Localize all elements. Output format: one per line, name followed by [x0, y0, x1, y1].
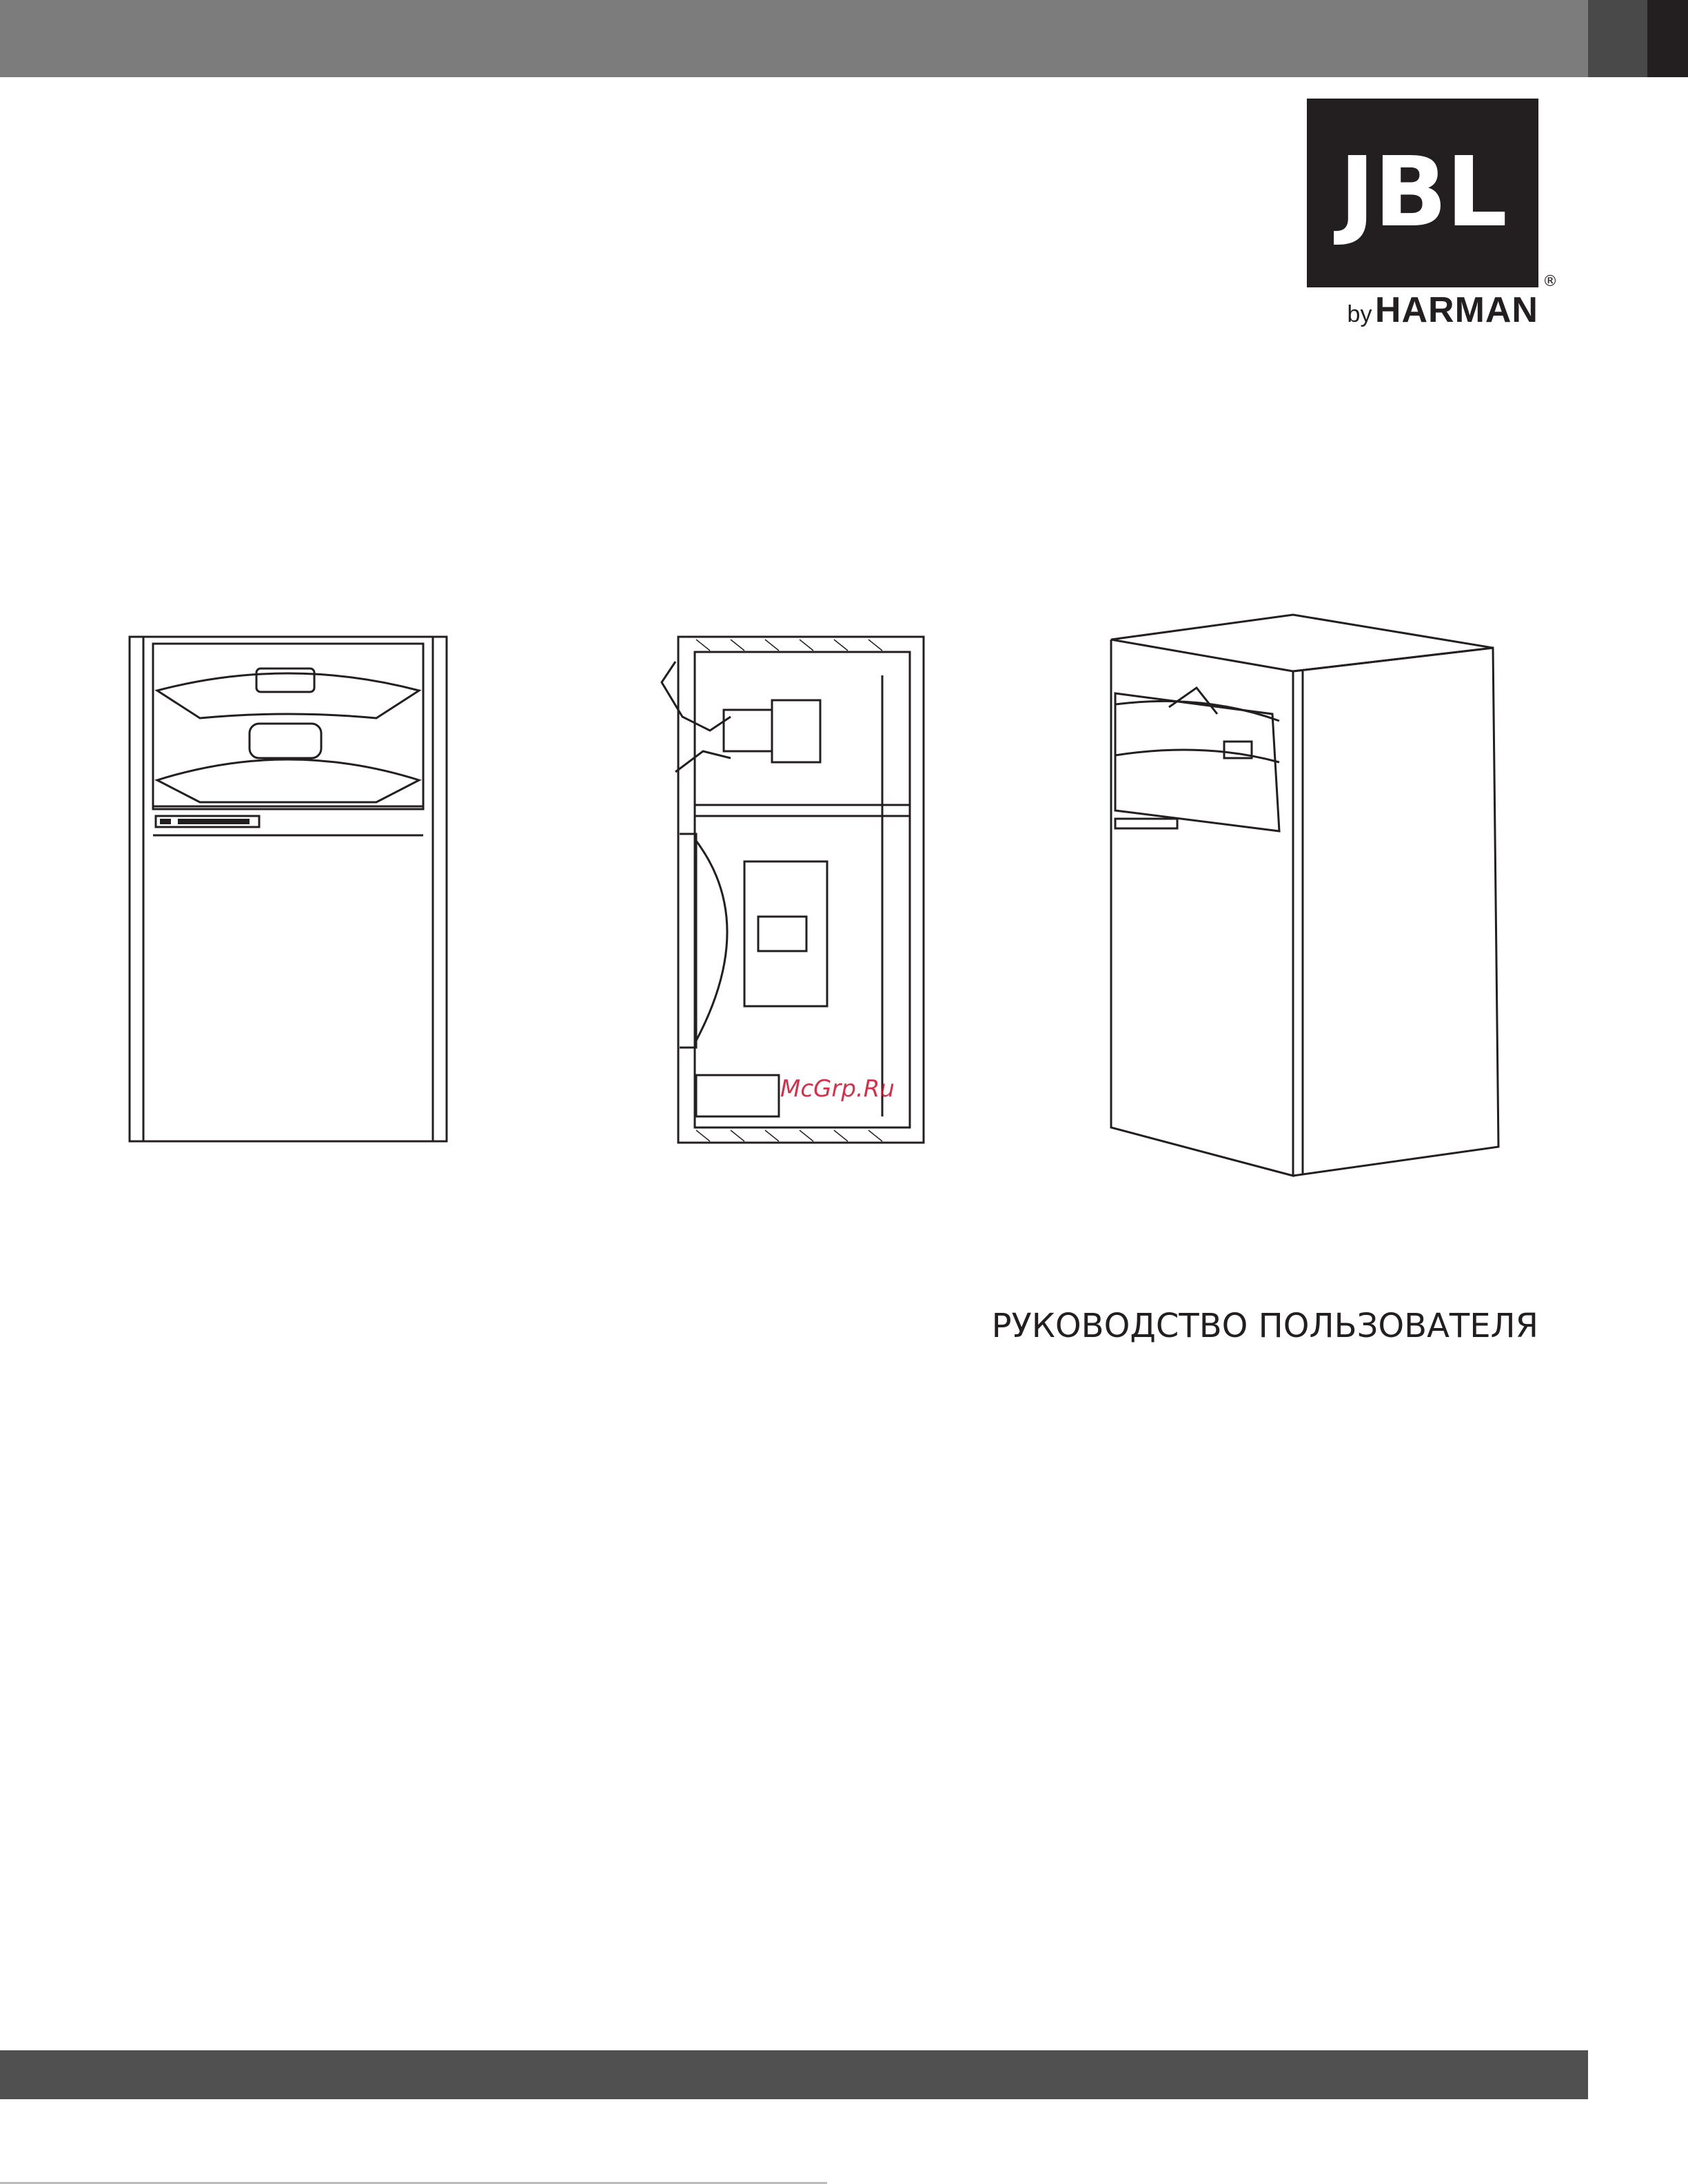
header-tab-dark [1588, 0, 1647, 77]
watermark-text: McGrp.Ru [780, 1075, 895, 1103]
header-bar [0, 0, 1588, 77]
jbl-logo: JBL [1307, 99, 1538, 287]
header-tab-black [1647, 0, 1688, 77]
speaker-perspective-drawing [1107, 611, 1500, 1177]
speaker-cross-section-drawing [655, 634, 931, 1145]
registered-mark: ® [1543, 273, 1558, 290]
harman-tagline: by HARMAN [1307, 292, 1538, 328]
by-label: by [1348, 301, 1372, 327]
harman-label: HARMAN [1375, 290, 1538, 330]
document-title: РУКОВОДСТВО ПОЛЬЗОВАТЕЛЯ [896, 1307, 1538, 1345]
footer-bar [0, 2050, 1588, 2099]
speaker-front-view-drawing [128, 635, 449, 1144]
logo-text: JBL [1339, 145, 1506, 241]
